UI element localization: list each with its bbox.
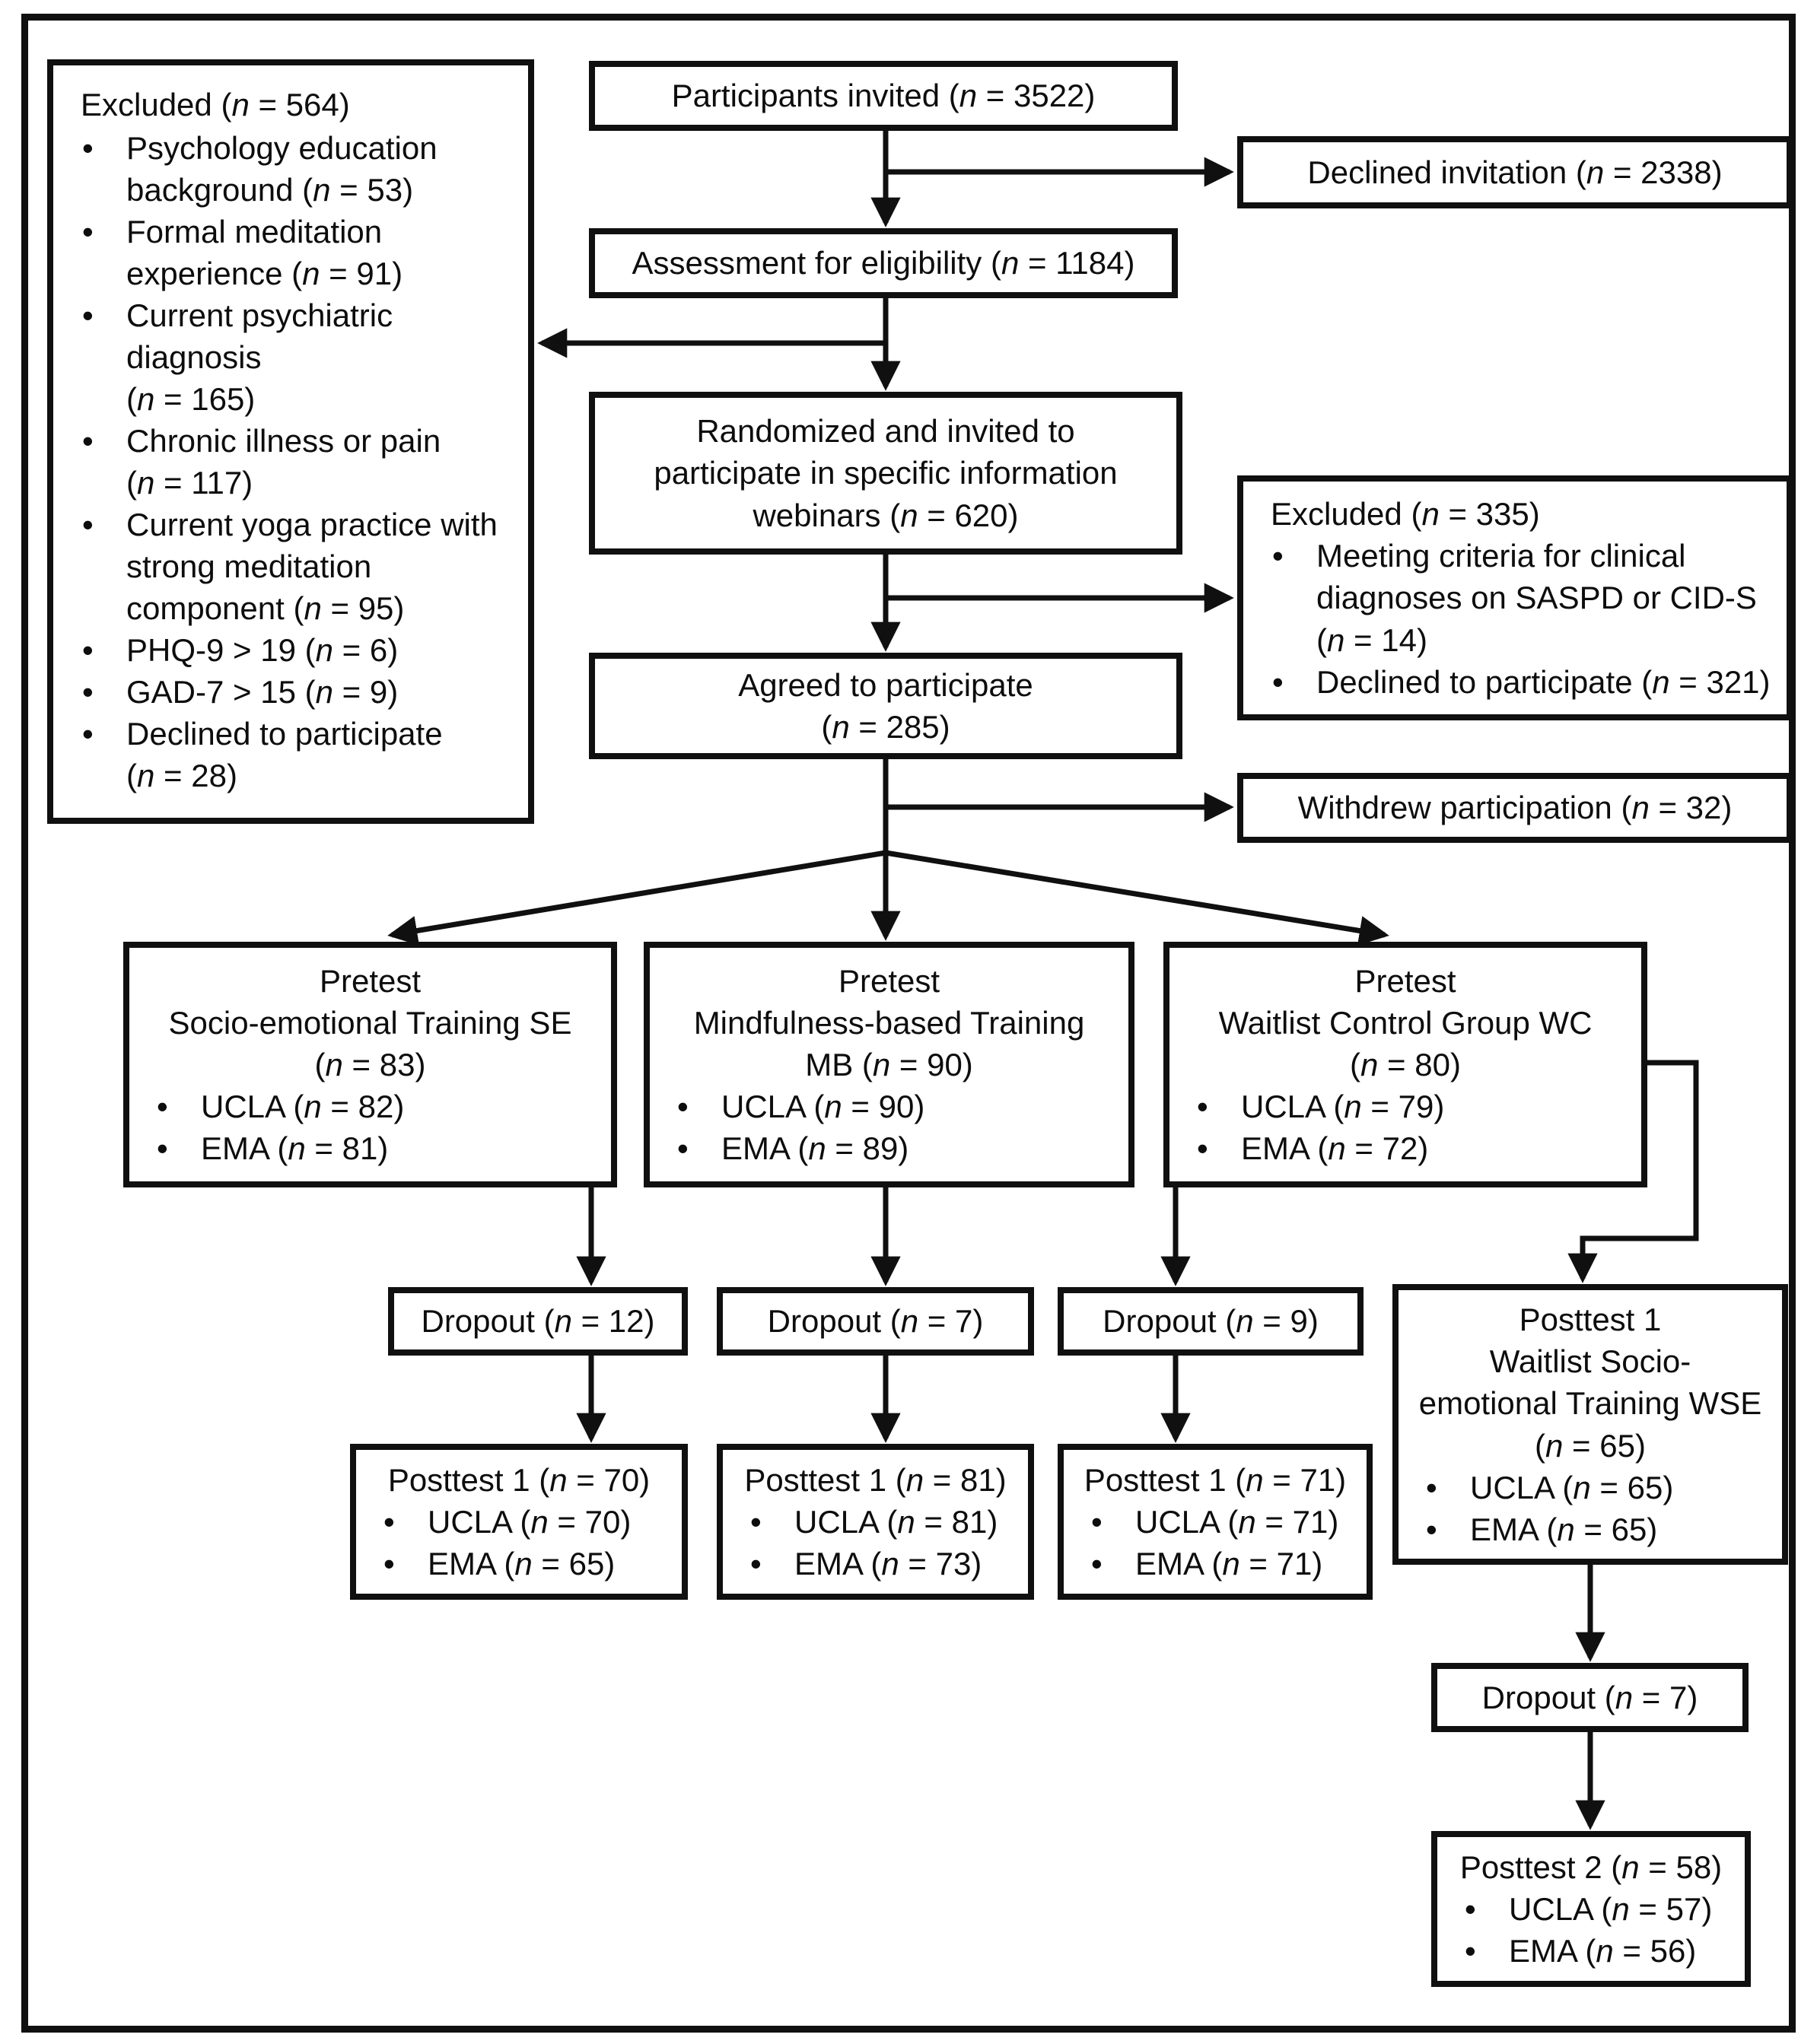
bullet-marker: • (1426, 1469, 1437, 1505)
bullet-marker: • (157, 1089, 168, 1124)
box-excluded-screening: Excluded (n = 564) •Psychology education… (47, 59, 534, 824)
list-item: •EMA (n = 89) (650, 1127, 1128, 1169)
bullet-marker: • (82, 507, 94, 543)
arrow-split-to-pretest-se (387, 850, 886, 946)
list-item: •EMA (n = 72) (1169, 1127, 1641, 1169)
bullet-marker: • (383, 1546, 395, 1581)
list-item: •PHQ-9 > 19 (n = 6) (81, 629, 516, 671)
box-label: Participants invited (n = 3522) (671, 78, 1096, 114)
box-declined-invitation: Declined invitation (n = 2338) (1237, 136, 1793, 208)
bullet-marker: • (1091, 1546, 1103, 1581)
list-item: •Declined to participate (n = 321) (1271, 661, 1777, 703)
bullet-marker: • (82, 716, 94, 752)
exclusion-reason-list: •Psychology education background (n = 53… (81, 127, 516, 796)
list-item: •UCLA (n = 57) (1437, 1888, 1745, 1930)
box-title: Excluded (n = 564) (81, 87, 350, 122)
bullet-marker: • (1197, 1130, 1208, 1167)
box-posttest1-se: Posttest 1 (n = 70) •UCLA (n = 70) •EMA … (350, 1444, 688, 1600)
list-item: •EMA (n = 73) (723, 1543, 1028, 1585)
box-dropout-mb: Dropout (n = 7) (717, 1287, 1034, 1356)
box-dropout-wse: Dropout (n = 7) (1431, 1663, 1749, 1732)
bullet-marker: • (383, 1503, 395, 1540)
box-title: Posttest 2 (n = 58) (1459, 1849, 1723, 1885)
bullet-marker: • (1465, 1890, 1476, 1927)
bullet-marker: • (1272, 538, 1284, 574)
box-excluded-randomization: Excluded (n = 335) •Meeting criteria for… (1237, 475, 1793, 720)
list-item: •UCLA (n = 79) (1169, 1086, 1641, 1127)
bullet-marker: • (1197, 1089, 1208, 1124)
box-dropout-se: Dropout (n = 12) (388, 1287, 688, 1356)
box-label: Dropout (n = 9) (1103, 1303, 1319, 1340)
box-label: Dropout (n = 7) (1481, 1679, 1698, 1715)
box-randomized-webinars: Randomized and invited to participate in… (589, 392, 1182, 555)
bullet-marker: • (677, 1130, 689, 1167)
list-item: •Formal meditation experience (n = 91) (81, 211, 516, 294)
list-item: •EMA (n = 71) (1064, 1543, 1367, 1585)
box-pretest-mindfulness: Pretest Mindfulness-based Training MB (n… (644, 942, 1134, 1187)
list-item: •EMA (n = 65) (1399, 1508, 1782, 1550)
bullet-marker: • (1465, 1933, 1476, 1969)
list-item: •UCLA (n = 65) (1399, 1467, 1782, 1508)
bullet-marker: • (82, 423, 94, 459)
box-label: Declined invitation (n = 2338) (1307, 154, 1723, 190)
bullet-marker: • (82, 297, 94, 334)
arrow-wc-to-wse-elbow (1567, 1060, 1699, 1283)
box-withdrew-participation: Withdrew participation (n = 32) (1237, 773, 1793, 843)
box-title: Posttest 1 (n = 71) (1084, 1461, 1347, 1498)
list-item: •Current psychiatric diagnosis (n = 165) (81, 294, 516, 420)
box-title: Excluded (n = 335) (1271, 496, 1540, 532)
box-title: Pretest Mindfulness-based Training MB (n… (693, 962, 1085, 1082)
list-item: •Psychology education background (n = 53… (81, 127, 516, 211)
bullet-marker: • (750, 1503, 762, 1540)
list-item: •EMA (n = 65) (356, 1543, 682, 1585)
list-item: •UCLA (n = 70) (356, 1501, 682, 1543)
box-posttest2-wse: Posttest 2 (n = 58) •UCLA (n = 57) •EMA … (1431, 1831, 1751, 1987)
box-title: Pretest Waitlist Control Group WC (n = 8… (1218, 962, 1593, 1082)
bullet-marker: • (82, 632, 94, 669)
bullet-marker: • (82, 674, 94, 710)
list-item: •EMA (n = 81) (129, 1127, 611, 1169)
box-posttest1-mb: Posttest 1 (n = 81) •UCLA (n = 81) •EMA … (717, 1444, 1034, 1600)
box-posttest1-wc: Posttest 1 (n = 71) •UCLA (n = 71) •EMA … (1058, 1444, 1373, 1600)
box-title: Posttest 1 (n = 70) (387, 1461, 651, 1498)
box-dropout-wc: Dropout (n = 9) (1058, 1287, 1364, 1356)
box-label: Assessment for eligibility (n = 1184) (632, 245, 1135, 281)
box-pretest-socio-emotional: Pretest Socio-emotional Training SE (n =… (123, 942, 617, 1187)
list-item: •EMA (n = 56) (1437, 1930, 1745, 1972)
bullet-marker: • (82, 214, 94, 250)
figure-border (21, 14, 1796, 2033)
box-label: Dropout (n = 7) (767, 1303, 984, 1340)
box-agreed-participate: Agreed to participate (n = 285) (589, 653, 1182, 759)
box-label: Withdrew participation (n = 32) (1297, 790, 1733, 826)
box-pretest-waitlist-control: Pretest Waitlist Control Group WC (n = 8… (1163, 942, 1647, 1187)
bullet-marker: • (82, 130, 94, 167)
box-title: Pretest Socio-emotional Training SE (n =… (168, 962, 572, 1082)
bullet-marker: • (1272, 663, 1284, 700)
list-item: •UCLA (n = 82) (129, 1086, 611, 1127)
box-title: Posttest 1 Waitlist Socio- emotional Tra… (1418, 1302, 1762, 1464)
box-posttest1-waitlist-wse: Posttest 1 Waitlist Socio- emotional Tra… (1392, 1284, 1788, 1565)
box-participants-invited: Participants invited (n = 3522) (589, 61, 1178, 131)
bullet-marker: • (750, 1546, 762, 1581)
arrow-split-to-pretest-wc (885, 850, 1389, 946)
box-label: Agreed to participate (n = 285) (738, 666, 1033, 745)
list-item: •Declined to participate (n = 28) (81, 713, 516, 796)
list-item: •Current yoga practice with strong medit… (81, 504, 516, 629)
bullet-marker: • (1091, 1503, 1103, 1540)
bullet-marker: • (157, 1130, 168, 1167)
list-item: •Meeting criteria for clinical diagnoses… (1271, 535, 1777, 660)
exclusion-reason-list: •Meeting criteria for clinical diagnoses… (1271, 535, 1777, 702)
list-item: •UCLA (n = 71) (1064, 1501, 1367, 1543)
box-assessment-eligibility: Assessment for eligibility (n = 1184) (589, 228, 1178, 298)
list-item: •GAD-7 > 15 (n = 9) (81, 671, 516, 713)
list-item: •UCLA (n = 81) (723, 1501, 1028, 1543)
list-item: •UCLA (n = 90) (650, 1086, 1128, 1127)
bullet-marker: • (1426, 1511, 1437, 1547)
list-item: •Chronic illness or pain (n = 117) (81, 420, 516, 504)
box-title: Posttest 1 (n = 81) (744, 1461, 1007, 1498)
box-label: Dropout (n = 12) (421, 1303, 655, 1340)
box-label: Randomized and invited to participate in… (654, 413, 1118, 533)
bullet-marker: • (677, 1089, 689, 1124)
